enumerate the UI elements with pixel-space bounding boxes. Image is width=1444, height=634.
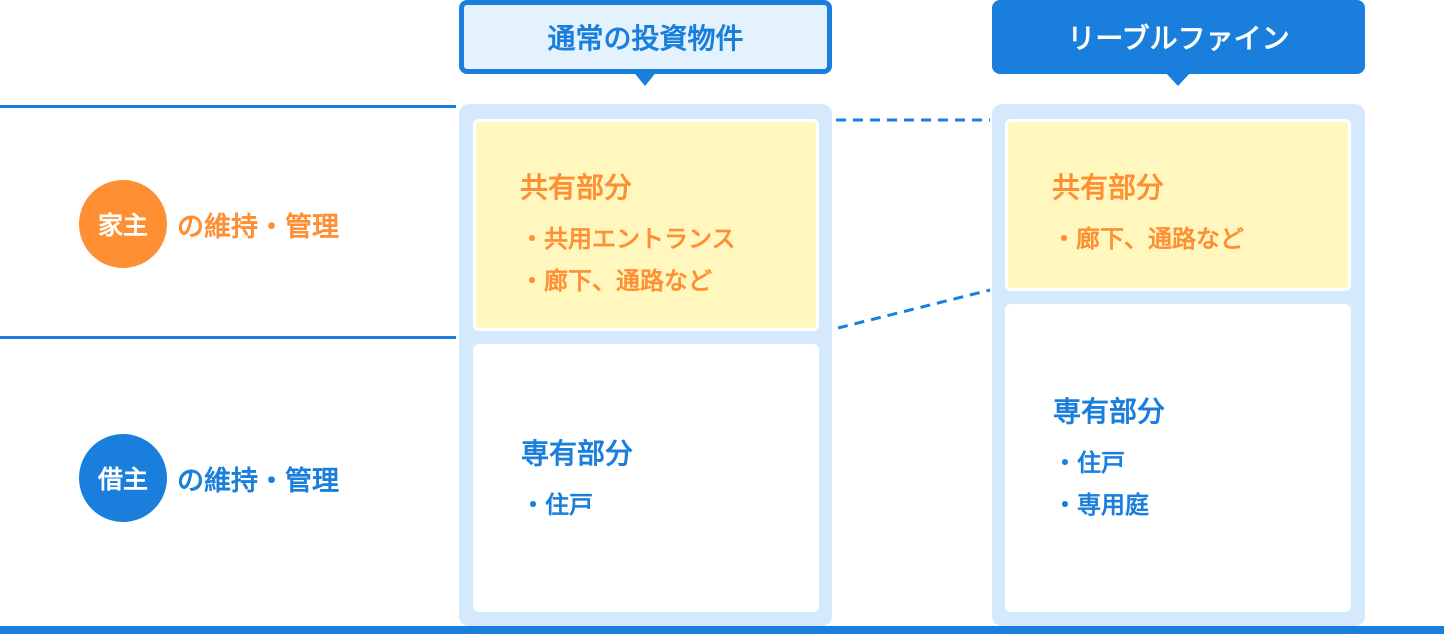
normal-common-title: 共有部分	[520, 171, 633, 204]
owner-badge: 家主	[79, 180, 167, 268]
header-pointer-riblefine	[1165, 72, 1191, 86]
tenant-badge: 借主	[79, 434, 167, 522]
panel-riblefine: 共有部分 ・廊下、通路など 専有部分 ・住戸 ・専用庭	[992, 104, 1365, 626]
column-header-riblefine: リーブルファイン	[992, 0, 1365, 74]
header-pointer-normal	[632, 70, 658, 86]
tenant-row-text: の維持・管理	[177, 465, 339, 497]
row-divider-middle	[0, 336, 456, 339]
riblefine-private-box: 専有部分 ・住戸 ・専用庭	[1005, 304, 1351, 612]
riblefine-private-title: 専有部分	[1053, 395, 1166, 428]
normal-common-box: 共有部分 ・共用エントランス ・廊下、通路など	[473, 119, 819, 331]
row-divider-top	[0, 105, 456, 108]
column-header-normal: 通常の投資物件	[459, 0, 832, 74]
normal-private-item: ・住戸	[521, 491, 593, 519]
normal-private-box: 専有部分 ・住戸	[473, 344, 819, 612]
connector-bottom	[837, 288, 991, 330]
riblefine-private-item: ・専用庭	[1053, 491, 1149, 519]
panel-normal: 共有部分 ・共用エントランス ・廊下、通路など 専有部分 ・住戸	[459, 104, 832, 626]
row-divider-bottom	[0, 626, 1444, 634]
riblefine-common-box: 共有部分 ・廊下、通路など	[1005, 119, 1351, 291]
riblefine-common-title: 共有部分	[1052, 171, 1165, 204]
normal-common-item: ・廊下、通路など	[520, 267, 712, 295]
row-label-tenant: 借主 の維持・管理	[79, 434, 339, 522]
row-label-owner: 家主 の維持・管理	[79, 180, 339, 268]
riblefine-common-item: ・廊下、通路など	[1052, 225, 1244, 253]
riblefine-private-item: ・住戸	[1053, 449, 1125, 477]
normal-common-item: ・共用エントランス	[520, 225, 736, 253]
normal-private-title: 専有部分	[521, 437, 634, 470]
owner-row-text: の維持・管理	[177, 211, 339, 243]
